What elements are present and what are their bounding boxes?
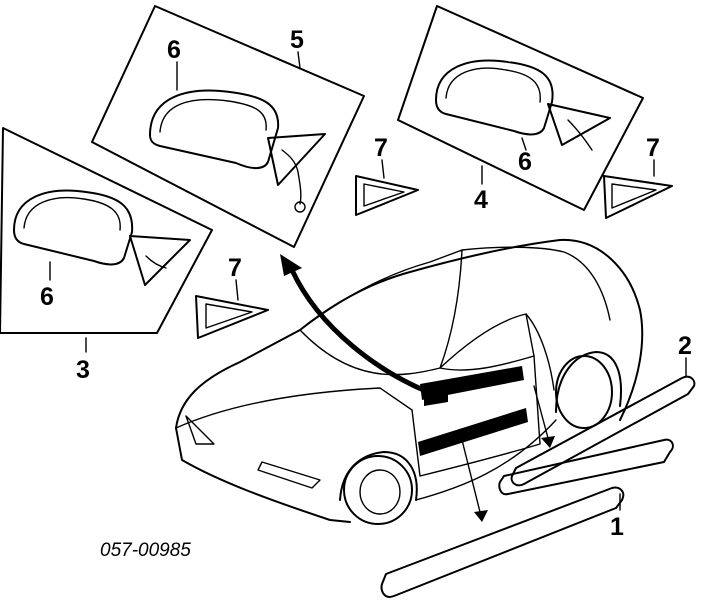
car-front-arch (339, 451, 418, 501)
mirror-5-connector (294, 201, 306, 213)
callout-7a: 7 (374, 134, 388, 162)
leader-6b (521, 137, 527, 151)
bracket-7b-inner (611, 183, 657, 209)
car-windshield (299, 249, 463, 376)
callout-3: 3 (76, 356, 90, 384)
mirror-3-cable (145, 255, 167, 269)
mirror-4-glass (445, 67, 541, 103)
mirror-3-housing (13, 189, 134, 266)
car-rear-wheel (555, 355, 613, 429)
panel-mirror-5 (91, 5, 365, 248)
mirror-3-glass (23, 196, 121, 231)
callout-5: 5 (290, 26, 304, 54)
callout-2: 2 (678, 332, 692, 360)
arrows (280, 254, 555, 522)
moulding-rear-strip (498, 438, 674, 496)
bracket-7-right (603, 159, 673, 219)
bracket-7c-inner (205, 303, 253, 329)
moulding-1 (380, 486, 625, 598)
mirror-4-housing (435, 59, 554, 136)
callout-6a: 6 (167, 36, 181, 64)
callout-1: 1 (610, 513, 624, 541)
arrow-1-shaft (461, 439, 481, 513)
car-rear-pillar (525, 313, 555, 391)
mirror-3-base (129, 235, 191, 286)
car-side-window (439, 313, 535, 371)
panel-mirror-3 (0, 127, 213, 353)
panel-mirror-4 (397, 5, 644, 211)
mirror-5-base (267, 133, 326, 186)
car-rocker (415, 419, 557, 501)
mirror-5-glass (159, 98, 267, 133)
mirror-5-housing (149, 89, 280, 170)
arrow-mirror-shaft (289, 267, 431, 395)
bracket-7-middle (355, 159, 419, 216)
moulding-rear (498, 438, 674, 496)
car-front-hub (359, 469, 401, 515)
arrow-rear-shaft (533, 385, 549, 439)
panel-4-frame (397, 5, 644, 211)
moulding-2 (510, 357, 696, 487)
car-stripe-upper (418, 408, 528, 456)
callout-4: 4 (474, 186, 488, 214)
car-upper-outline (175, 238, 644, 429)
car-roofline (461, 246, 611, 321)
car-rear-arch (555, 351, 622, 413)
mirror-4-base (547, 103, 611, 146)
leader-7c (235, 279, 239, 301)
car-front-wheel (343, 455, 413, 525)
bracket-7c-outer (195, 295, 269, 339)
bracket-7-left (195, 279, 269, 339)
car-hood (175, 387, 413, 429)
leader-5 (297, 51, 301, 69)
moulding-1-strip (380, 486, 625, 598)
car-front-marker (257, 461, 321, 489)
car-headlight (185, 415, 215, 445)
bracket-7b-outer (603, 175, 673, 219)
arrow-1-head (474, 510, 488, 522)
car-front-lower (175, 427, 351, 523)
bracket-7a-outer (355, 175, 419, 216)
arrow-mirror-head (280, 254, 302, 276)
callout-6b: 6 (518, 148, 532, 176)
callout-7b: 7 (646, 134, 660, 162)
part-code: 057-00985 (100, 540, 191, 561)
leader-7a (381, 159, 385, 179)
car-body (175, 238, 644, 525)
arrow-rear-head (541, 436, 555, 448)
callout-6c: 6 (40, 283, 54, 311)
callout-7c: 7 (228, 254, 242, 282)
bracket-7a-inner (363, 183, 405, 207)
panel-5-frame (91, 5, 365, 248)
mirror-4-cable (567, 119, 593, 151)
panel-3-frame (0, 127, 213, 334)
car-door (411, 355, 541, 477)
moulding-2-strip (510, 375, 696, 487)
